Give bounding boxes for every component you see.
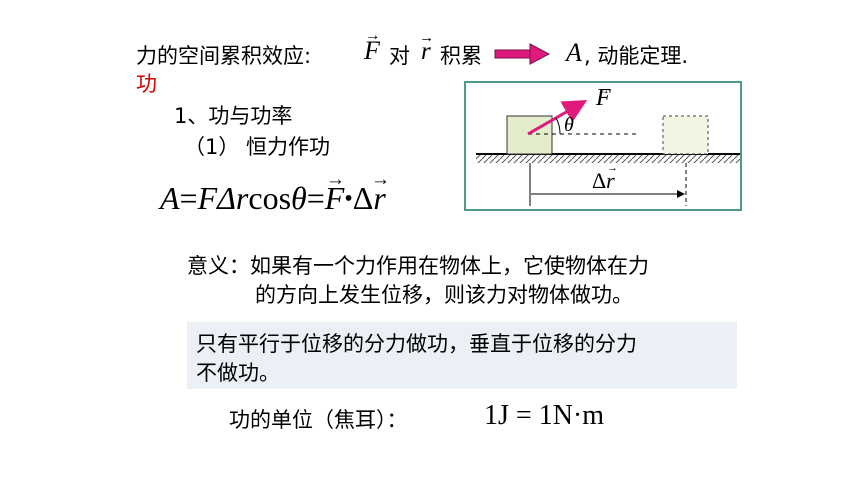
formula-F-vector: F (325, 180, 345, 217)
block-initial (506, 115, 553, 155)
section-title: 1、功与功率 (174, 104, 293, 128)
meaning-line-1: 意义：如果有一个力作用在物体上，它使物体在力 (187, 254, 649, 278)
section-subtitle: （1） 恒力作功 (184, 135, 331, 159)
F-vector-symbol: F (364, 36, 380, 66)
angle-label: θ (564, 114, 574, 136)
formula-cos: cos (248, 180, 292, 216)
formula-delta: Δ (352, 180, 374, 216)
force-diagram: θ F → Δr → (464, 81, 742, 211)
ground-hatch (476, 155, 740, 163)
heading-dui: 对 (389, 44, 410, 68)
unit-formula: 1J = 1N·m (484, 400, 605, 431)
work-formula: A=FΔrcosθ=F•Δr (160, 180, 386, 217)
r-vector-symbol: r (421, 38, 431, 66)
displacement-label-arrow: → (607, 162, 618, 174)
force-arrow (527, 100, 588, 136)
displacement-label: Δr (592, 168, 615, 193)
force-label: F (595, 85, 611, 111)
note-line-2: 不做功。 (196, 361, 280, 385)
angle-arc (555, 117, 561, 135)
heading-prefix: 力的空间累积效应: (136, 44, 312, 68)
note-line-1: 只有平行于位移的分力做功，垂直于位移的分力 (196, 332, 637, 356)
formula-theta: θ (291, 180, 307, 216)
force-diagram-svg: θ F → Δr → (464, 81, 742, 211)
unit-label: 功的单位（焦耳）： (229, 408, 408, 432)
formula-A: A (160, 180, 180, 216)
heading-r-symbol: r (421, 38, 431, 66)
force-label-arrow: → (598, 83, 610, 97)
formula-dot: • (344, 186, 353, 212)
heading-F-symbol: F (364, 36, 380, 66)
heading-suffix: , 动能定理. (584, 44, 689, 68)
formula-equals: = (179, 180, 198, 216)
topic-label: 功 (136, 72, 157, 96)
formula-F: F (197, 180, 218, 216)
right-arrow-icon (494, 43, 550, 65)
note-box: 只有平行于位移的分力做功，垂直于位移的分力 不做功。 (187, 322, 737, 389)
formula-delta-r: Δr (217, 180, 249, 216)
heading-A-symbol: A (566, 38, 582, 67)
formula-r-vector: r (373, 180, 385, 217)
meaning-line-2: 的方向上发生位移，则该力对物体做功。 (255, 283, 633, 307)
formula-equals-2: = (306, 180, 325, 216)
block-final (662, 115, 709, 155)
heading-accumulate: 积累 (440, 44, 482, 68)
